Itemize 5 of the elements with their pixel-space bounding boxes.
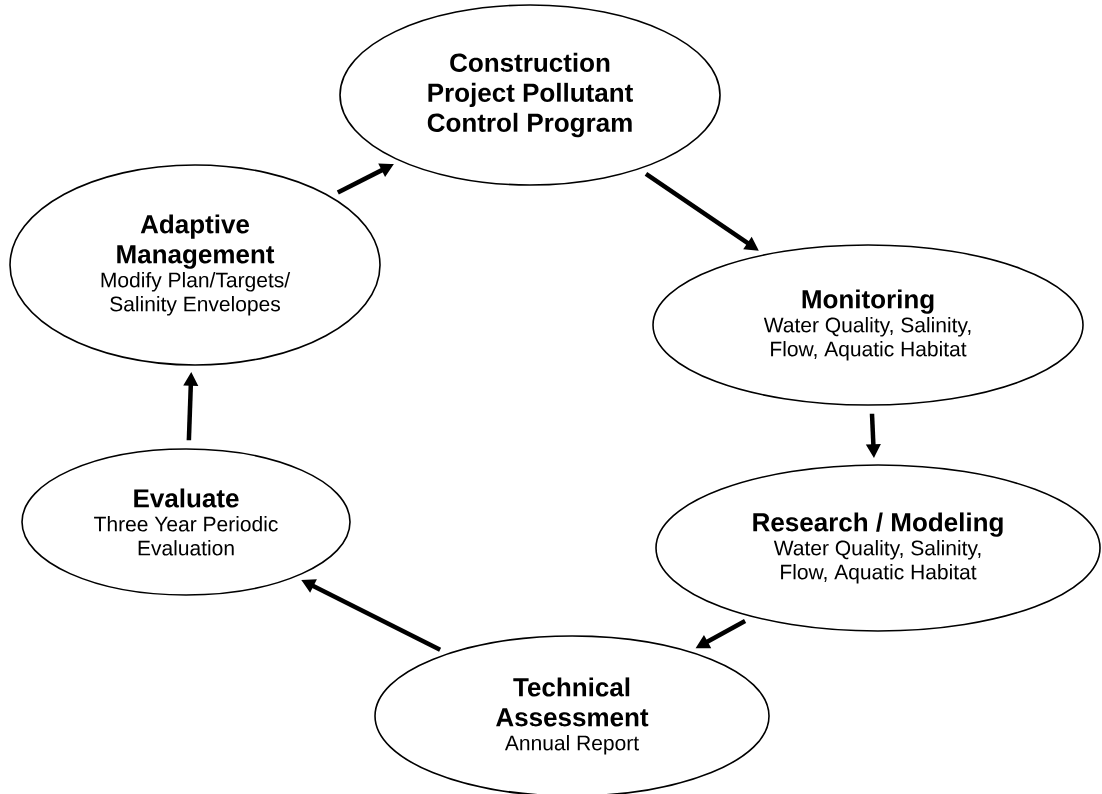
ellipse-node: Monitoring Water Quality, Salinity, Flow, Aquatic Habitat xyxy=(652,244,1084,406)
ellipse-node: Adaptive Management Modify Plan/Targets/ Salinity Envelopes xyxy=(9,164,381,366)
ellipse-node: Evaluate Three Year Periodic Evaluation xyxy=(21,448,351,596)
ellipse-node: Research / Modeling Water Quality, Salinity, Flow, Aquatic Habitat xyxy=(655,464,1101,632)
ellipse-node: Construction Project Pollutant Control Program xyxy=(339,4,721,186)
